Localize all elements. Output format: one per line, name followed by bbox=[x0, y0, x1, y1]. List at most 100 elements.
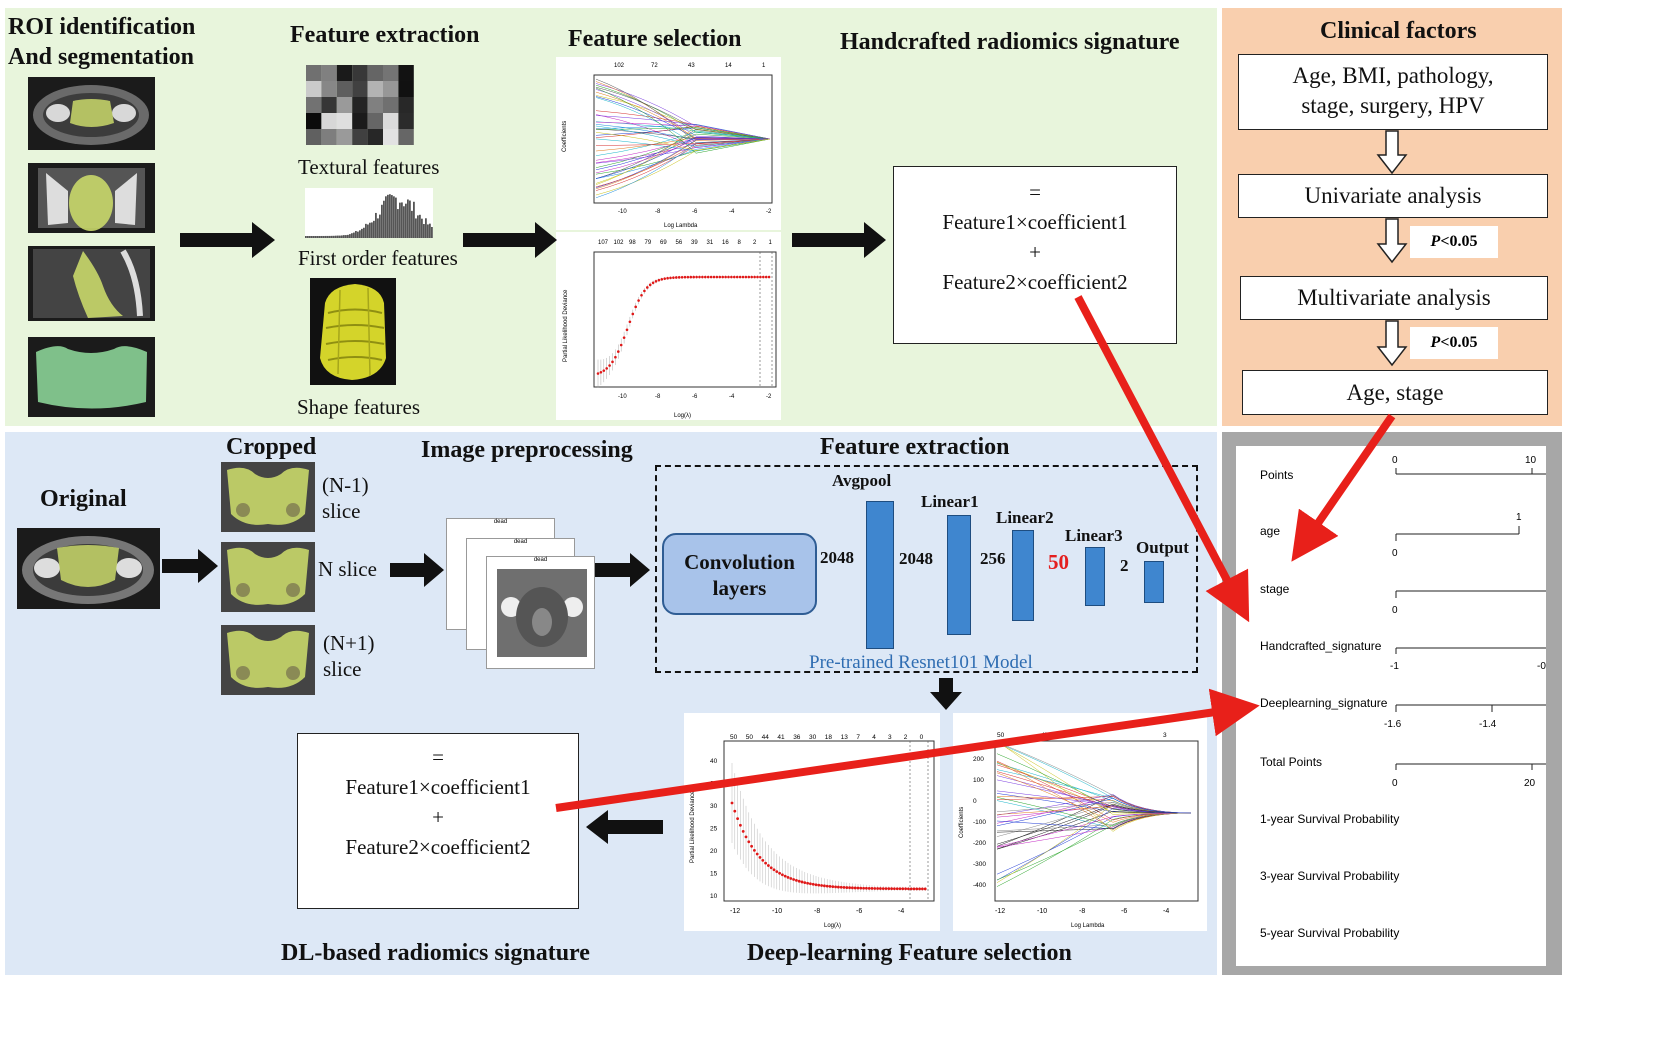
lasso-top-path bbox=[595, 138, 771, 146]
handcrafted-formula-box: = Feature1×coefficient1 + Feature2×coeff… bbox=[893, 166, 1177, 344]
cv-top-point bbox=[596, 372, 600, 375]
cv-top-point bbox=[733, 275, 736, 279]
cv-bottom-x-tick: -10 bbox=[772, 908, 782, 915]
histogram-bar bbox=[413, 201, 415, 238]
original-label: Original bbox=[40, 486, 127, 512]
cv-bottom-y-tick: 20 bbox=[710, 848, 718, 855]
lasso-top-path bbox=[595, 97, 771, 146]
cv-top-point bbox=[730, 275, 733, 279]
multivariate-box: Multivariate analysis bbox=[1240, 276, 1548, 320]
histogram-bar bbox=[397, 209, 399, 238]
histogram-bar bbox=[323, 235, 325, 238]
histogram-bar bbox=[403, 206, 405, 238]
cv-top-point bbox=[643, 289, 646, 293]
lasso-top-x-tick: -10 bbox=[618, 209, 627, 215]
linear2-label: Linear2 bbox=[996, 508, 1054, 527]
cv-bottom-point bbox=[881, 887, 885, 891]
cv-bottom-point bbox=[825, 884, 829, 888]
texture-cell bbox=[321, 97, 337, 113]
cv-top-point bbox=[762, 275, 765, 279]
texture-cell bbox=[367, 129, 383, 145]
cv-top-ylabel: Partial Likelihood Deviance bbox=[563, 289, 569, 362]
cv-bottom-y-tick: 10 bbox=[710, 893, 718, 900]
cv-top-point bbox=[611, 360, 614, 364]
lasso-bottom-y-tick: 0 bbox=[973, 798, 977, 805]
cv-bottom-ylabel: Partial Likelihood Deviance bbox=[690, 790, 696, 863]
linear1-label: Linear1 bbox=[921, 492, 979, 511]
cv-top-point bbox=[617, 350, 620, 353]
cv-bottom-point bbox=[915, 887, 919, 891]
lasso-top-path bbox=[595, 131, 771, 156]
roi-title: ROI identification And segmentation bbox=[8, 14, 196, 70]
hand-tick-a: -1 bbox=[1390, 661, 1399, 672]
lasso-top-path bbox=[595, 91, 771, 140]
cv-bottom-point bbox=[865, 886, 868, 890]
output-layer bbox=[1144, 561, 1164, 603]
histogram-bar bbox=[311, 235, 313, 238]
slice-n-minus-1-label: (N-1) slice bbox=[322, 473, 369, 523]
cv-bottom-y-tick: 15 bbox=[710, 871, 718, 878]
histogram-bar bbox=[357, 231, 359, 238]
nomogram-row-3yr: 3-year Survival Probability bbox=[1260, 869, 1400, 883]
histogram-bar bbox=[415, 218, 417, 238]
histogram-bar bbox=[401, 202, 403, 238]
cv-bottom-point bbox=[739, 823, 742, 827]
cv-top-count-tick: 16 bbox=[722, 240, 729, 246]
feature-selection-title: Feature selection bbox=[568, 26, 742, 52]
cv-top-x-tick: -6 bbox=[692, 394, 698, 400]
cv-bottom-point bbox=[786, 875, 790, 879]
cv-top-point bbox=[660, 277, 664, 281]
lasso-top-path bbox=[595, 125, 771, 147]
histogram-bar bbox=[391, 195, 393, 238]
lasso-bottom-y-tick: 100 bbox=[973, 777, 984, 784]
lasso-top-path bbox=[595, 138, 771, 175]
cv-bottom-point bbox=[803, 881, 807, 885]
cv-top-count-tick: 1 bbox=[769, 240, 773, 246]
texture-cell bbox=[352, 113, 368, 129]
slice-n-minus-1-image bbox=[221, 462, 315, 532]
cv-top-count-tick: 8 bbox=[738, 240, 742, 246]
cv-top-point bbox=[695, 275, 698, 279]
histogram-bar bbox=[305, 235, 307, 238]
lasso-top-count-tick: 43 bbox=[688, 63, 695, 69]
lasso-bottom-path bbox=[996, 742, 1192, 814]
cv-top-point bbox=[753, 275, 756, 279]
total-tick-0: 0 bbox=[1392, 778, 1398, 789]
histogram-bar bbox=[417, 215, 419, 238]
cv-top-point bbox=[654, 279, 658, 283]
ct-sagittal-thumbnail bbox=[28, 246, 155, 321]
slice-n-plus-1-label: (N+1) slice bbox=[323, 631, 375, 681]
lasso-top-path bbox=[595, 138, 771, 188]
cv-bottom-point bbox=[806, 881, 809, 885]
dl-feature-selection-title: Deep-learning Feature selection bbox=[747, 940, 1072, 966]
cv-bottom-point bbox=[828, 885, 832, 888]
cv-top-point bbox=[692, 275, 695, 279]
histogram-bar bbox=[307, 235, 309, 238]
age-tick-1: 1 bbox=[1516, 512, 1522, 523]
stage-tick-0: 0 bbox=[1392, 605, 1398, 616]
linear2-layer bbox=[1012, 530, 1034, 621]
cv-bottom-point bbox=[783, 874, 787, 878]
texture-cell bbox=[321, 129, 337, 145]
lasso-bottom-count-tick: 50 bbox=[997, 732, 1005, 739]
histogram-bar bbox=[395, 197, 397, 238]
cv-bottom-count-tick: 4 bbox=[872, 734, 876, 741]
cv-bottom-point bbox=[918, 887, 921, 891]
slice-n-label: N slice bbox=[318, 557, 377, 581]
histogram-bar bbox=[339, 235, 341, 238]
texture-cell bbox=[352, 129, 368, 145]
histogram-bar bbox=[421, 218, 423, 238]
cv-bottom-point bbox=[811, 882, 815, 886]
cv-top-point bbox=[724, 275, 727, 279]
cv-bottom-point bbox=[733, 809, 737, 813]
texture-cell bbox=[306, 97, 322, 113]
feature-extraction-title: Feature extraction bbox=[290, 22, 480, 48]
cv-top-point bbox=[657, 278, 661, 282]
histogram-bar bbox=[369, 222, 371, 238]
texture-cell bbox=[306, 129, 322, 145]
texture-cell bbox=[352, 65, 368, 81]
linear3-label: Linear3 bbox=[1065, 526, 1123, 545]
histogram-bar bbox=[409, 200, 411, 238]
cv-bottom-y-tick: 30 bbox=[710, 803, 718, 810]
